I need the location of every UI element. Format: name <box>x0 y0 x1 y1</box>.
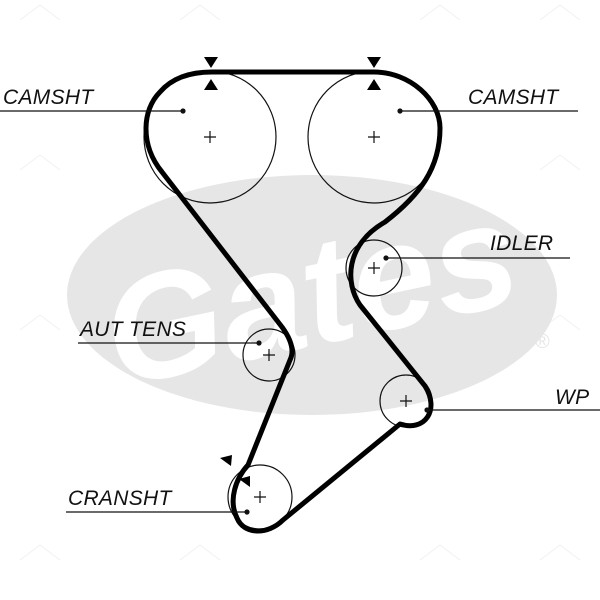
timing-marks <box>204 57 381 487</box>
brand-watermark: Gates ® <box>67 168 557 419</box>
center-cross-auto-tensioner <box>263 349 275 361</box>
dot-camshaft-left <box>180 108 186 114</box>
timing-mark-camshaft-left-bottom <box>204 79 218 90</box>
dot-water-pump <box>424 407 430 413</box>
timing-mark-crankshaft-inner <box>239 476 250 487</box>
timing-mark-camshaft-right-bottom <box>367 79 381 90</box>
label-idler: IDLER <box>490 232 553 255</box>
pulley-auto-tensioner <box>242 328 296 382</box>
pulley-idler <box>345 239 403 297</box>
pulley-center-marks <box>204 131 412 503</box>
leader-dots <box>180 108 430 515</box>
background-pattern <box>19 4 581 561</box>
timing-mark-crankshaft-outer <box>220 455 232 466</box>
dot-camshaft-right <box>397 108 403 114</box>
center-cross-idler <box>368 262 380 274</box>
leader-lines <box>0 110 600 513</box>
center-cross-crankshaft <box>254 491 266 503</box>
watermark-registered-mark: ® <box>535 331 550 353</box>
center-cross-camshaft-left <box>204 131 216 143</box>
label-camshaft-left: CAMSHT <box>3 86 95 109</box>
center-cross-water-pump <box>400 395 412 407</box>
label-water-pump: WP <box>555 386 589 409</box>
timing-mark-camshaft-right-top <box>367 57 381 68</box>
component-labels: CAMSHT CAMSHT IDLER AUT TENS WP CRANSHT <box>3 86 589 510</box>
timing-mark-camshaft-left-top <box>204 57 218 68</box>
label-crankshaft: CRANSHT <box>68 487 173 510</box>
timing-belt <box>143 69 443 534</box>
dot-idler <box>383 255 389 261</box>
dot-auto-tensioner <box>256 340 262 346</box>
label-auto-tensioner: AUT TENS <box>78 318 186 341</box>
dot-crankshaft <box>244 509 250 515</box>
watermark-oval <box>67 175 557 415</box>
label-camshaft-right: CAMSHT <box>468 86 560 109</box>
center-cross-camshaft-right <box>368 131 380 143</box>
